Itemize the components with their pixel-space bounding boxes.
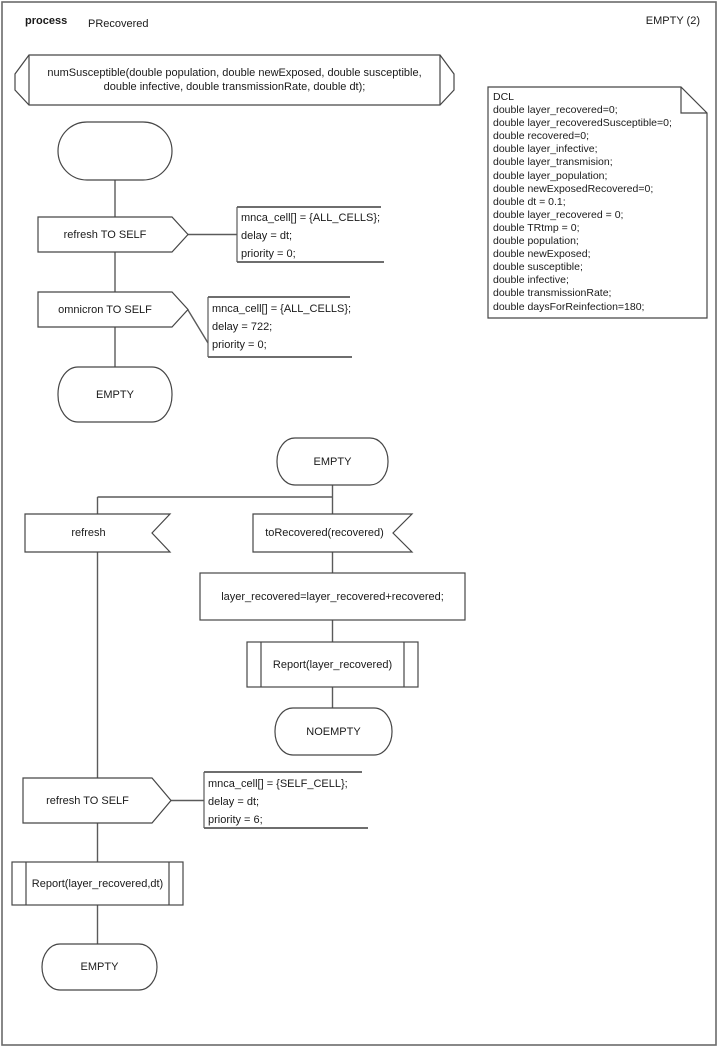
annotation-box-self-cell bbox=[203, 771, 368, 829]
state-empty-flow2-end-shape bbox=[41, 943, 158, 991]
annotation-all-cells-dt-text: mnca_cell[] = {ALL_CELLS}; delay = dt; p… bbox=[241, 212, 381, 260]
connector-lines bbox=[96, 180, 334, 944]
connector-omnicron-annotation bbox=[187, 309, 209, 344]
dcl-note-shape bbox=[487, 86, 708, 319]
header-process-name: PRecovered bbox=[88, 18, 149, 30]
procedure-call-report-side-bars bbox=[260, 642, 405, 687]
annotation-box-all-cells-dt bbox=[236, 206, 384, 263]
procedure-signature-shape bbox=[14, 54, 455, 106]
state-noempty-shape bbox=[274, 707, 393, 756]
procedure-call-report-dt-shape bbox=[11, 861, 184, 906]
procedure-signature-inner-lines bbox=[28, 55, 441, 105]
input-torecovered-shape bbox=[252, 513, 414, 553]
task-layer-recovered-shape bbox=[199, 572, 466, 621]
procedure-call-report-shape bbox=[246, 641, 419, 688]
output-omnicron-to-self-shape bbox=[37, 291, 189, 328]
output-refresh-to-self-shape bbox=[37, 216, 189, 253]
output-refresh-to-self2-shape bbox=[22, 777, 172, 824]
state-empty-flow2-shape bbox=[276, 437, 389, 486]
annotation-all-cells-722-text: mnca_cell[] = {ALL_CELLS}; delay = 722; … bbox=[212, 303, 352, 351]
annotation-self-cell-text: mnca_cell[] = {SELF_CELL}; delay = dt; p… bbox=[208, 778, 348, 826]
dcl-declarations-text: DCL double layer_recovered=0; double lay… bbox=[493, 91, 672, 313]
header-page-label: EMPTY (2) bbox=[645, 15, 700, 27]
start-symbol bbox=[57, 121, 173, 181]
state-empty-flow1-shape bbox=[57, 366, 173, 423]
dcl-note-fold-corner bbox=[680, 87, 707, 114]
input-refresh-shape bbox=[24, 513, 172, 553]
annotation-box-all-cells-722 bbox=[207, 296, 352, 358]
procedure-call-report-dt-side-bars bbox=[25, 862, 170, 905]
header-kind-label: process bbox=[25, 15, 68, 27]
